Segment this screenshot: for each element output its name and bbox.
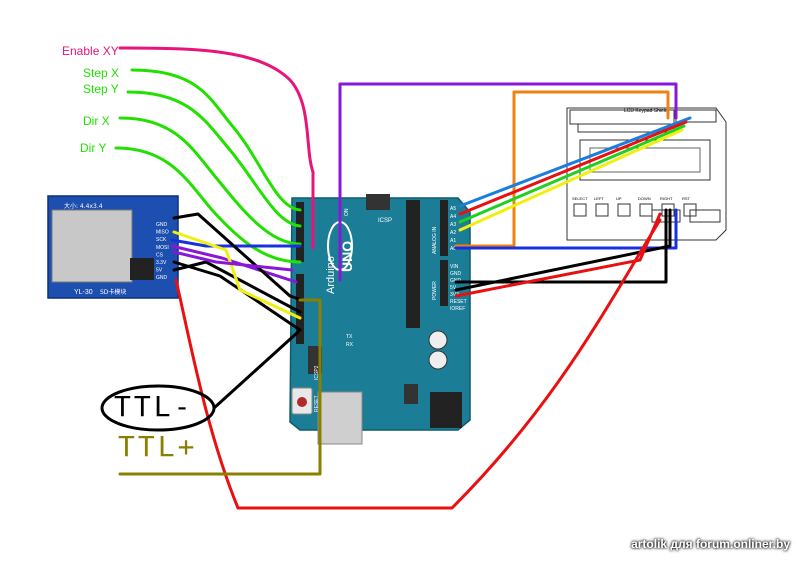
pin-label: 3.3V	[156, 260, 167, 266]
lcd-button[interactable]	[573, 203, 587, 217]
power-header	[440, 260, 448, 306]
pin-label: A1	[450, 238, 456, 244]
wire-skyblue	[458, 116, 692, 208]
pin-label: MOSI	[156, 245, 169, 251]
pin-label: 3V3	[450, 292, 459, 298]
wire-ttl-minus	[212, 330, 300, 410]
sd-size-text: 大小: 4.4x3.4	[64, 202, 103, 210]
power-label: POWER	[432, 281, 438, 300]
label-enable-xy: Enable XY	[62, 44, 119, 58]
digital-header-bottom	[296, 274, 304, 344]
usb-connector	[317, 391, 363, 445]
pin-label: MISO	[156, 230, 169, 236]
rx-label: RX	[346, 342, 354, 348]
sd-title: YL-30	[74, 289, 93, 296]
label-step-y: Step Y	[83, 82, 119, 96]
pin-label: A2	[450, 230, 456, 236]
wire-blue	[170, 208, 678, 250]
label-dir-x: Dir X	[83, 114, 110, 128]
lcd-shield-title: LCD Keypad Shield	[624, 108, 668, 114]
pin-label: RIGHT	[660, 196, 673, 201]
wire-purple	[170, 82, 678, 284]
pin-label: A3	[450, 222, 456, 228]
lcd-button[interactable]	[683, 203, 697, 217]
icsp2-label: ICSP2	[314, 365, 320, 380]
wire-ttl-plus	[118, 298, 322, 476]
arduino-brand-text: Arduino	[325, 256, 337, 294]
wire-purple-sd	[172, 250, 294, 272]
wire-dir-y	[114, 146, 302, 264]
wires	[114, 46, 692, 510]
pin-label: A4	[450, 214, 456, 220]
reset-label: RESET	[314, 395, 320, 412]
ttl-minus-outline	[100, 384, 216, 432]
pin-label: DOWN	[638, 196, 651, 201]
icsp-header	[366, 194, 390, 210]
sd-subtitle: SD卡模块	[100, 288, 126, 296]
wire-black-sd	[172, 212, 304, 332]
lcd-keypad-shield: LCD Keypad Shield SELECT LEFT UP DOWN RIGHT R…	[566, 107, 727, 241]
label-ttl-minus: TTL-	[114, 390, 194, 423]
wire-enable-xy	[118, 46, 315, 250]
arduino-model-text: UNO	[339, 241, 355, 272]
label-step-x: Step X	[83, 66, 120, 80]
wire-yellow-top	[458, 128, 684, 232]
pin-label: A0	[450, 246, 456, 252]
power-jack	[430, 392, 462, 428]
pin-label: 5V	[450, 285, 457, 291]
label-ttl-plus: TTL+	[118, 430, 198, 463]
pin-label: GND	[450, 271, 462, 277]
pin-label: SELECT	[572, 196, 588, 201]
label-dir-y: Dir Y	[80, 141, 107, 155]
wire-red-shield	[174, 212, 662, 510]
lcd-buttons: SELECT LEFT UP DOWN RIGHT RST	[572, 196, 697, 217]
pin-label: RST	[682, 196, 691, 201]
icsp-label: ICSP	[378, 218, 392, 224]
wire-orange	[454, 90, 670, 248]
pin-label: IOREF	[450, 306, 465, 312]
pin-label: LEFT	[594, 196, 604, 201]
sd-card-slot	[51, 209, 133, 283]
lcd-button[interactable]	[639, 203, 653, 217]
watermark: artolik для forum.onliner.by	[631, 537, 790, 551]
tx-label: TX	[346, 334, 353, 340]
analog-header	[440, 200, 448, 256]
pin-label: UP	[616, 196, 622, 201]
pin-label: GND	[156, 275, 168, 281]
lcd-button[interactable]	[595, 203, 609, 217]
wire-step-x	[130, 68, 302, 212]
wire-dir-x	[118, 116, 302, 246]
pin-label: VIN	[450, 264, 459, 270]
wire-red-top	[458, 120, 688, 216]
pin-label: GND	[156, 222, 168, 228]
analog-in-label: ANALOG IN	[432, 226, 438, 254]
lcd-button[interactable]	[617, 203, 631, 217]
pin-label: RESET	[450, 299, 467, 305]
pin-label: CS	[156, 252, 164, 258]
wire-green	[458, 124, 686, 224]
on-label: ON	[344, 208, 350, 216]
atmega-chip	[406, 200, 420, 328]
pin-label: 5V	[156, 268, 163, 274]
wire-yellow-sd	[172, 230, 302, 320]
digital-header-top	[296, 202, 304, 262]
pin-label: A5	[450, 206, 456, 212]
pin-label: SCK	[156, 237, 167, 243]
wire-step-y	[126, 90, 302, 228]
arduino-uno-board: Arduino UNO ICSP ICSP2 RESET TX RX ON AN…	[289, 194, 471, 445]
lcd-button[interactable]	[661, 203, 675, 217]
